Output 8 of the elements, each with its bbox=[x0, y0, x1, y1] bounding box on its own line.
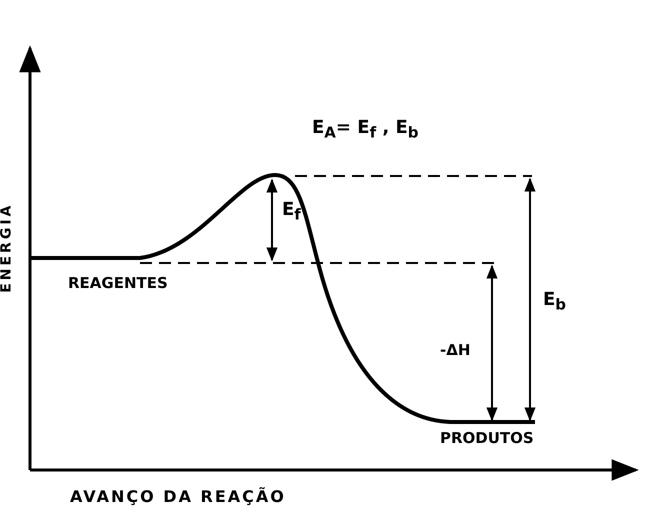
reactants-label: REAGENTES bbox=[68, 275, 168, 292]
axis-title: ENERGIA bbox=[0, 202, 15, 293]
formula-label: E$_{A}$= E$_{f}$ , E$_{b}$ bbox=[312, 118, 419, 142]
enthalpy-label: -ΔH bbox=[440, 342, 470, 358]
energy-label: E$_{f}$ bbox=[282, 200, 301, 224]
axis-title: AVANÇO DA REAÇÃO bbox=[70, 488, 286, 506]
products-label: PRODUTOS bbox=[440, 430, 534, 446]
energy-label: E$_{b}$ bbox=[543, 290, 566, 314]
